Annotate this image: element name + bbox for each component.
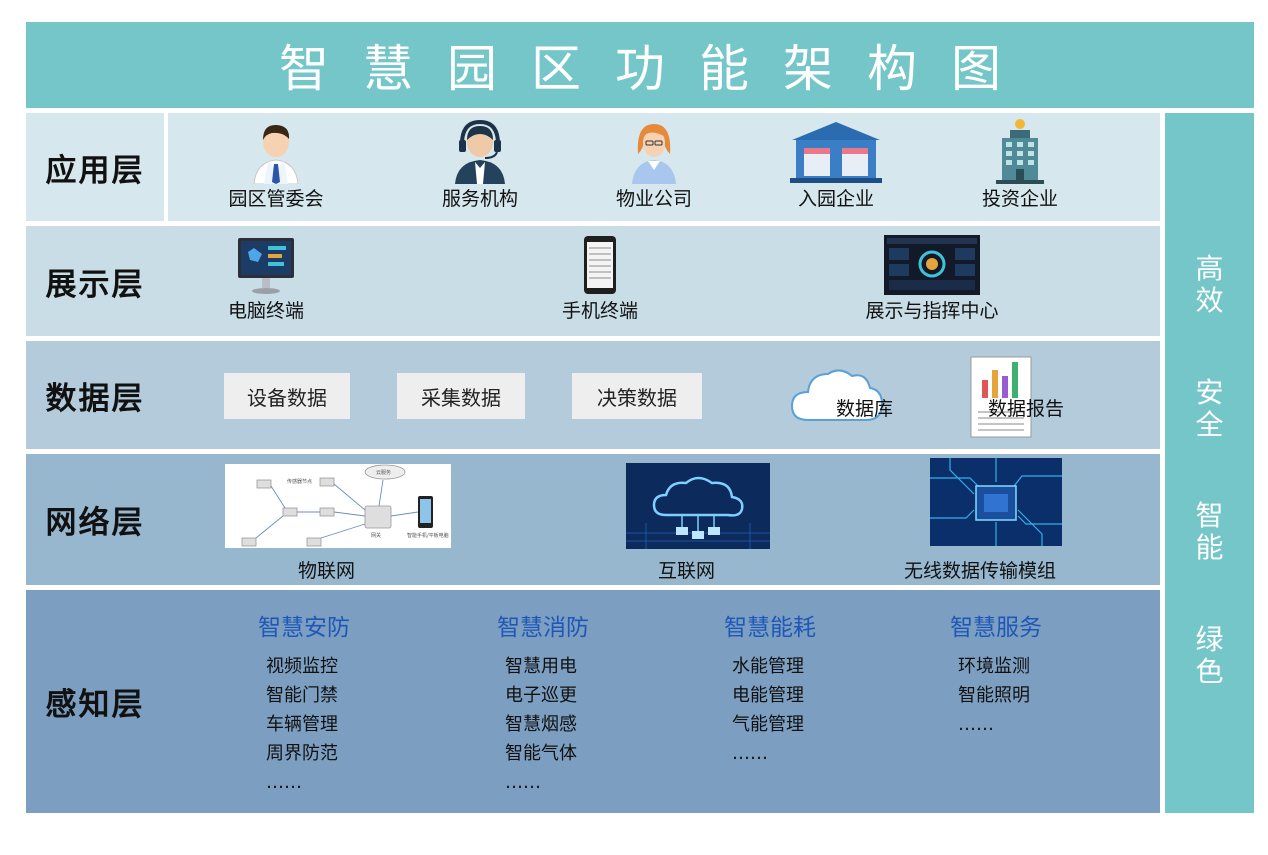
sense-item: 车辆管理 [266, 714, 338, 735]
sense-item: …… [505, 772, 541, 793]
side-label-safe: 安全 [1195, 375, 1224, 441]
iot-node-label: 传感器节点 [287, 479, 313, 485]
app-item-label: 入园企业 [797, 188, 874, 210]
network-layer-label: 网络层 [45, 505, 145, 541]
display-item-label: 手机终端 [561, 300, 638, 322]
network-item-label: 无线数据传输模组 [904, 560, 1057, 582]
title-banner: 智慧园区功能架构图 [26, 22, 1254, 108]
sense-group-title: 智慧安防 [258, 615, 350, 641]
app-item-property-company: 物业公司 [584, 118, 724, 211]
display-item-label: 电脑终端 [227, 300, 304, 322]
app-layer-label: 应用层 [45, 152, 145, 189]
network-item-label: 互联网 [658, 560, 716, 582]
sense-group-service: 智慧服务 环境监测 智能照明 …… [950, 608, 1160, 739]
data-layer-label: 数据层 [45, 380, 145, 417]
iot-cloud-label: 云服务 [376, 470, 392, 476]
sense-item: …… [958, 714, 994, 735]
app-item-label: 投资企业 [981, 188, 1058, 210]
sense-group-title: 智慧能耗 [724, 615, 816, 641]
data-box-device-data: 设备数据 [224, 373, 350, 419]
sense-item: 视频监控 [266, 656, 338, 677]
display-item-pc-terminal: 电脑终端 [196, 234, 336, 323]
app-item-label: 物业公司 [615, 188, 692, 210]
iot-terminal-label: 智能手机/平板电脑 [407, 533, 449, 539]
dashboard-screen-icon [884, 235, 980, 295]
app-item-service-agency: 服务机构 [410, 118, 550, 211]
businessman-icon [253, 124, 299, 184]
display-item-label: 展示与指挥中心 [865, 300, 999, 322]
side-values-banner: 高效 安全 智能 绿色 [1165, 113, 1254, 813]
network-item-label: 物联网 [298, 560, 356, 582]
display-item-mobile-terminal: 手机终端 [530, 234, 670, 323]
iot-gateway-label: 网关 [371, 533, 382, 539]
sense-item: 电能管理 [732, 685, 804, 706]
cloud-database-icon [790, 369, 884, 421]
display-item-command-center: 展示与指挥中心 [832, 234, 1032, 323]
report-document-icon [970, 356, 1032, 438]
tablet-icon [584, 236, 616, 294]
circuit-chip-icon [930, 458, 1062, 546]
sense-item: 智能气体 [505, 743, 577, 764]
data-box-collected-data: 采集数据 [397, 373, 525, 419]
sense-item: …… [732, 743, 768, 764]
sense-layer-label: 感知层 [45, 687, 145, 723]
app-item-label: 服务机构 [441, 188, 518, 210]
headset-agent-icon [455, 119, 505, 184]
app-item-park-committee: 园区管委会 [206, 118, 346, 211]
app-layer-row [26, 113, 1160, 221]
sense-item: 环境监测 [958, 656, 1030, 677]
monitor-icon [238, 238, 294, 294]
woman-icon [632, 124, 676, 184]
sense-item: 周界防范 [266, 743, 338, 764]
sense-group-energy: 智慧能耗 水能管理 电能管理 气能管理 …… [724, 608, 934, 768]
app-item-resident-enterprise: 入园企业 [766, 118, 906, 211]
diagram-title: 智慧园区功能架构图 [279, 40, 1035, 98]
sense-group-title: 智慧消防 [497, 615, 589, 641]
iot-topology-graphic [241, 464, 433, 547]
sense-item: 智能照明 [958, 685, 1030, 706]
iot-network-diagram: 传感器节点 云服务 网关 智能手机/平板电脑 [225, 464, 451, 548]
sense-item: 气能管理 [732, 714, 804, 735]
app-item-investment-enterprise: 投资企业 [950, 118, 1090, 211]
database-label: 数据库 [836, 398, 894, 420]
data-box-decision-data: 决策数据 [572, 373, 702, 419]
office-building-icon [996, 119, 1044, 184]
warehouse-icon [790, 122, 882, 183]
sense-item: 智慧用电 [505, 656, 577, 677]
sense-layer-row [26, 590, 1160, 813]
report-label: 数据报告 [988, 398, 1065, 420]
sense-item: 水能管理 [732, 656, 804, 677]
sense-group-title: 智慧服务 [950, 615, 1042, 641]
sense-item: 智慧烟感 [505, 714, 577, 735]
app-item-label: 园区管委会 [228, 188, 324, 210]
sense-item: …… [266, 772, 302, 793]
sense-item: 电子巡更 [505, 685, 577, 706]
cloud-network-icon [626, 463, 770, 549]
sense-group-security: 智慧安防 视频监控 智能门禁 车辆管理 周界防范 …… [258, 608, 468, 797]
sense-item: 智能门禁 [266, 685, 338, 706]
side-label-green: 绿色 [1195, 623, 1224, 689]
display-layer-label: 展示层 [45, 266, 145, 303]
side-label-smart: 智能 [1195, 499, 1224, 565]
sense-group-fire: 智慧消防 智慧用电 电子巡更 智慧烟感 智能气体 …… [497, 608, 707, 797]
side-label-efficient: 高效 [1195, 251, 1224, 317]
